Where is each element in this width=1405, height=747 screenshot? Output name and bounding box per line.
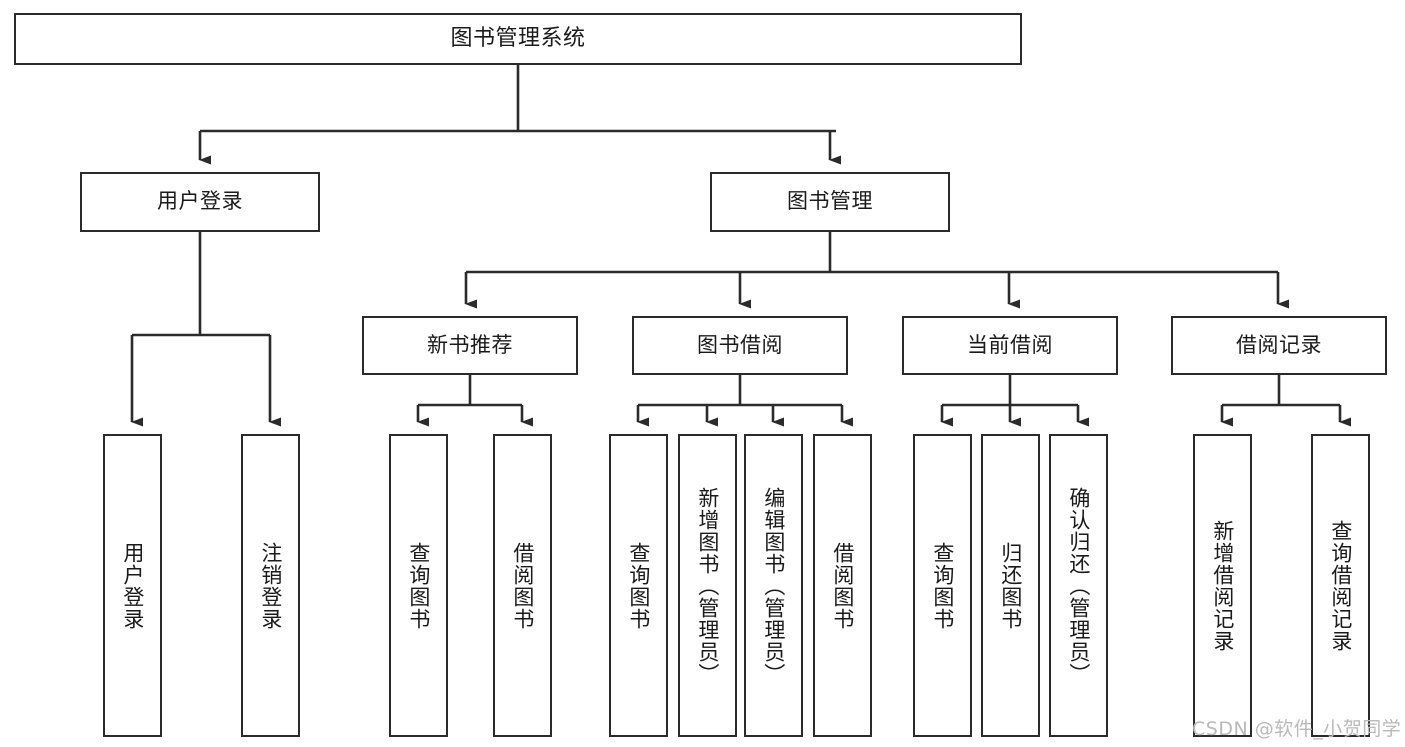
node-new-book-rec[interactable]: 新书推荐: [362, 316, 578, 375]
node-leaf-add-record[interactable]: 新增借阅记录: [1193, 434, 1252, 737]
node-leaf-user-login[interactable]: 用户登录: [103, 434, 162, 737]
node-book-borrow-label: 图书借阅: [697, 332, 783, 357]
node-leaf-add-record-label: 新增借阅记录: [1210, 519, 1235, 652]
node-new-book-rec-label: 新书推荐: [427, 332, 513, 357]
node-leaf-add-book-label: 新增图书（管理员）: [695, 486, 720, 685]
node-leaf-user-logout-label: 注销登录: [258, 541, 283, 630]
node-leaf-borrow-book-2[interactable]: 借阅图书: [813, 434, 872, 737]
node-leaf-return-book-label: 归还图书: [998, 541, 1023, 630]
node-user-login-label: 用户登录: [157, 189, 243, 214]
node-root-label: 图书管理系统: [450, 25, 586, 51]
node-book-manage-label: 图书管理: [787, 189, 873, 214]
node-leaf-query-book-3[interactable]: 查询图书: [913, 434, 972, 737]
watermark-text: CSDN @软件_小贺同学: [1192, 718, 1402, 740]
node-leaf-query-book-3-label: 查询图书: [930, 541, 955, 630]
node-current-borrow[interactable]: 当前借阅: [902, 316, 1118, 375]
node-borrow-record[interactable]: 借阅记录: [1171, 316, 1387, 375]
node-borrow-record-label: 借阅记录: [1236, 332, 1322, 357]
node-book-manage[interactable]: 图书管理: [710, 172, 950, 232]
node-leaf-query-book-1-label: 查询图书: [406, 541, 431, 630]
node-leaf-user-logout[interactable]: 注销登录: [241, 434, 300, 737]
node-book-borrow[interactable]: 图书借阅: [632, 316, 848, 375]
node-leaf-borrow-book-2-label: 借阅图书: [830, 541, 855, 630]
node-leaf-query-book-2[interactable]: 查询图书: [609, 434, 668, 737]
node-leaf-confirm-return-label: 确认归还（管理员）: [1066, 486, 1091, 685]
node-leaf-query-record-label: 查询借阅记录: [1328, 519, 1353, 652]
node-leaf-add-book[interactable]: 新增图书（管理员）: [678, 434, 737, 737]
node-leaf-query-book-1[interactable]: 查询图书: [389, 434, 448, 737]
node-leaf-edit-book[interactable]: 编辑图书（管理员）: [744, 434, 803, 737]
node-user-login[interactable]: 用户登录: [80, 172, 320, 232]
node-leaf-query-record[interactable]: 查询借阅记录: [1311, 434, 1370, 737]
node-leaf-borrow-book-1[interactable]: 借阅图书: [493, 434, 552, 737]
node-leaf-query-book-2-label: 查询图书: [626, 541, 651, 630]
node-current-borrow-label: 当前借阅: [967, 332, 1053, 357]
node-leaf-confirm-return[interactable]: 确认归还（管理员）: [1049, 434, 1108, 737]
node-root[interactable]: 图书管理系统: [14, 13, 1022, 65]
node-leaf-borrow-book-1-label: 借阅图书: [510, 541, 535, 630]
node-leaf-user-login-label: 用户登录: [120, 541, 145, 630]
node-leaf-edit-book-label: 编辑图书（管理员）: [761, 486, 786, 685]
node-leaf-return-book[interactable]: 归还图书: [981, 434, 1040, 737]
